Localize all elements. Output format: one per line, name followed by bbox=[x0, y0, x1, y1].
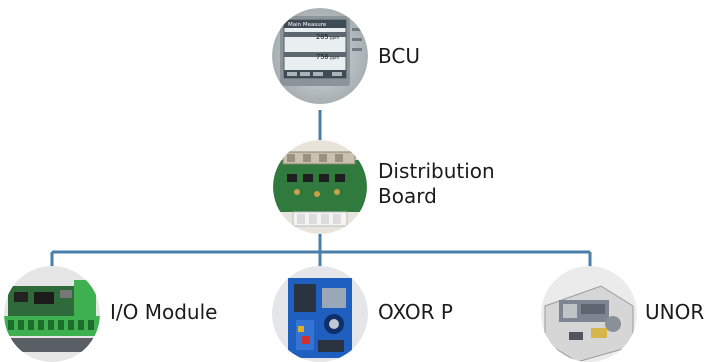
bcu-screen-unit-2: ppm bbox=[330, 55, 339, 60]
io-module-label: I/O Module bbox=[110, 300, 218, 324]
bcu-label: BCU bbox=[378, 44, 420, 68]
bcu-screen-value-1: 205 bbox=[316, 33, 329, 41]
bcu-screen-unit-1: ppm bbox=[330, 35, 339, 40]
bcu-display-photo-icon: Main Measure 205 ppm 750 ppm bbox=[272, 8, 368, 104]
distribution-board-photo-icon bbox=[273, 140, 367, 234]
oxor-p-photo-icon bbox=[272, 266, 368, 362]
io-module-photo-icon bbox=[4, 266, 100, 362]
bcu-screen-header: Main Measure bbox=[288, 22, 327, 28]
distribution-board-label: Distribution Board bbox=[378, 159, 495, 208]
bcu-screen-value-2: 750 bbox=[316, 53, 329, 61]
unor-label: UNOR bbox=[645, 300, 705, 324]
oxor-p-label: OXOR P bbox=[378, 300, 453, 324]
unor-photo-icon bbox=[541, 266, 637, 362]
